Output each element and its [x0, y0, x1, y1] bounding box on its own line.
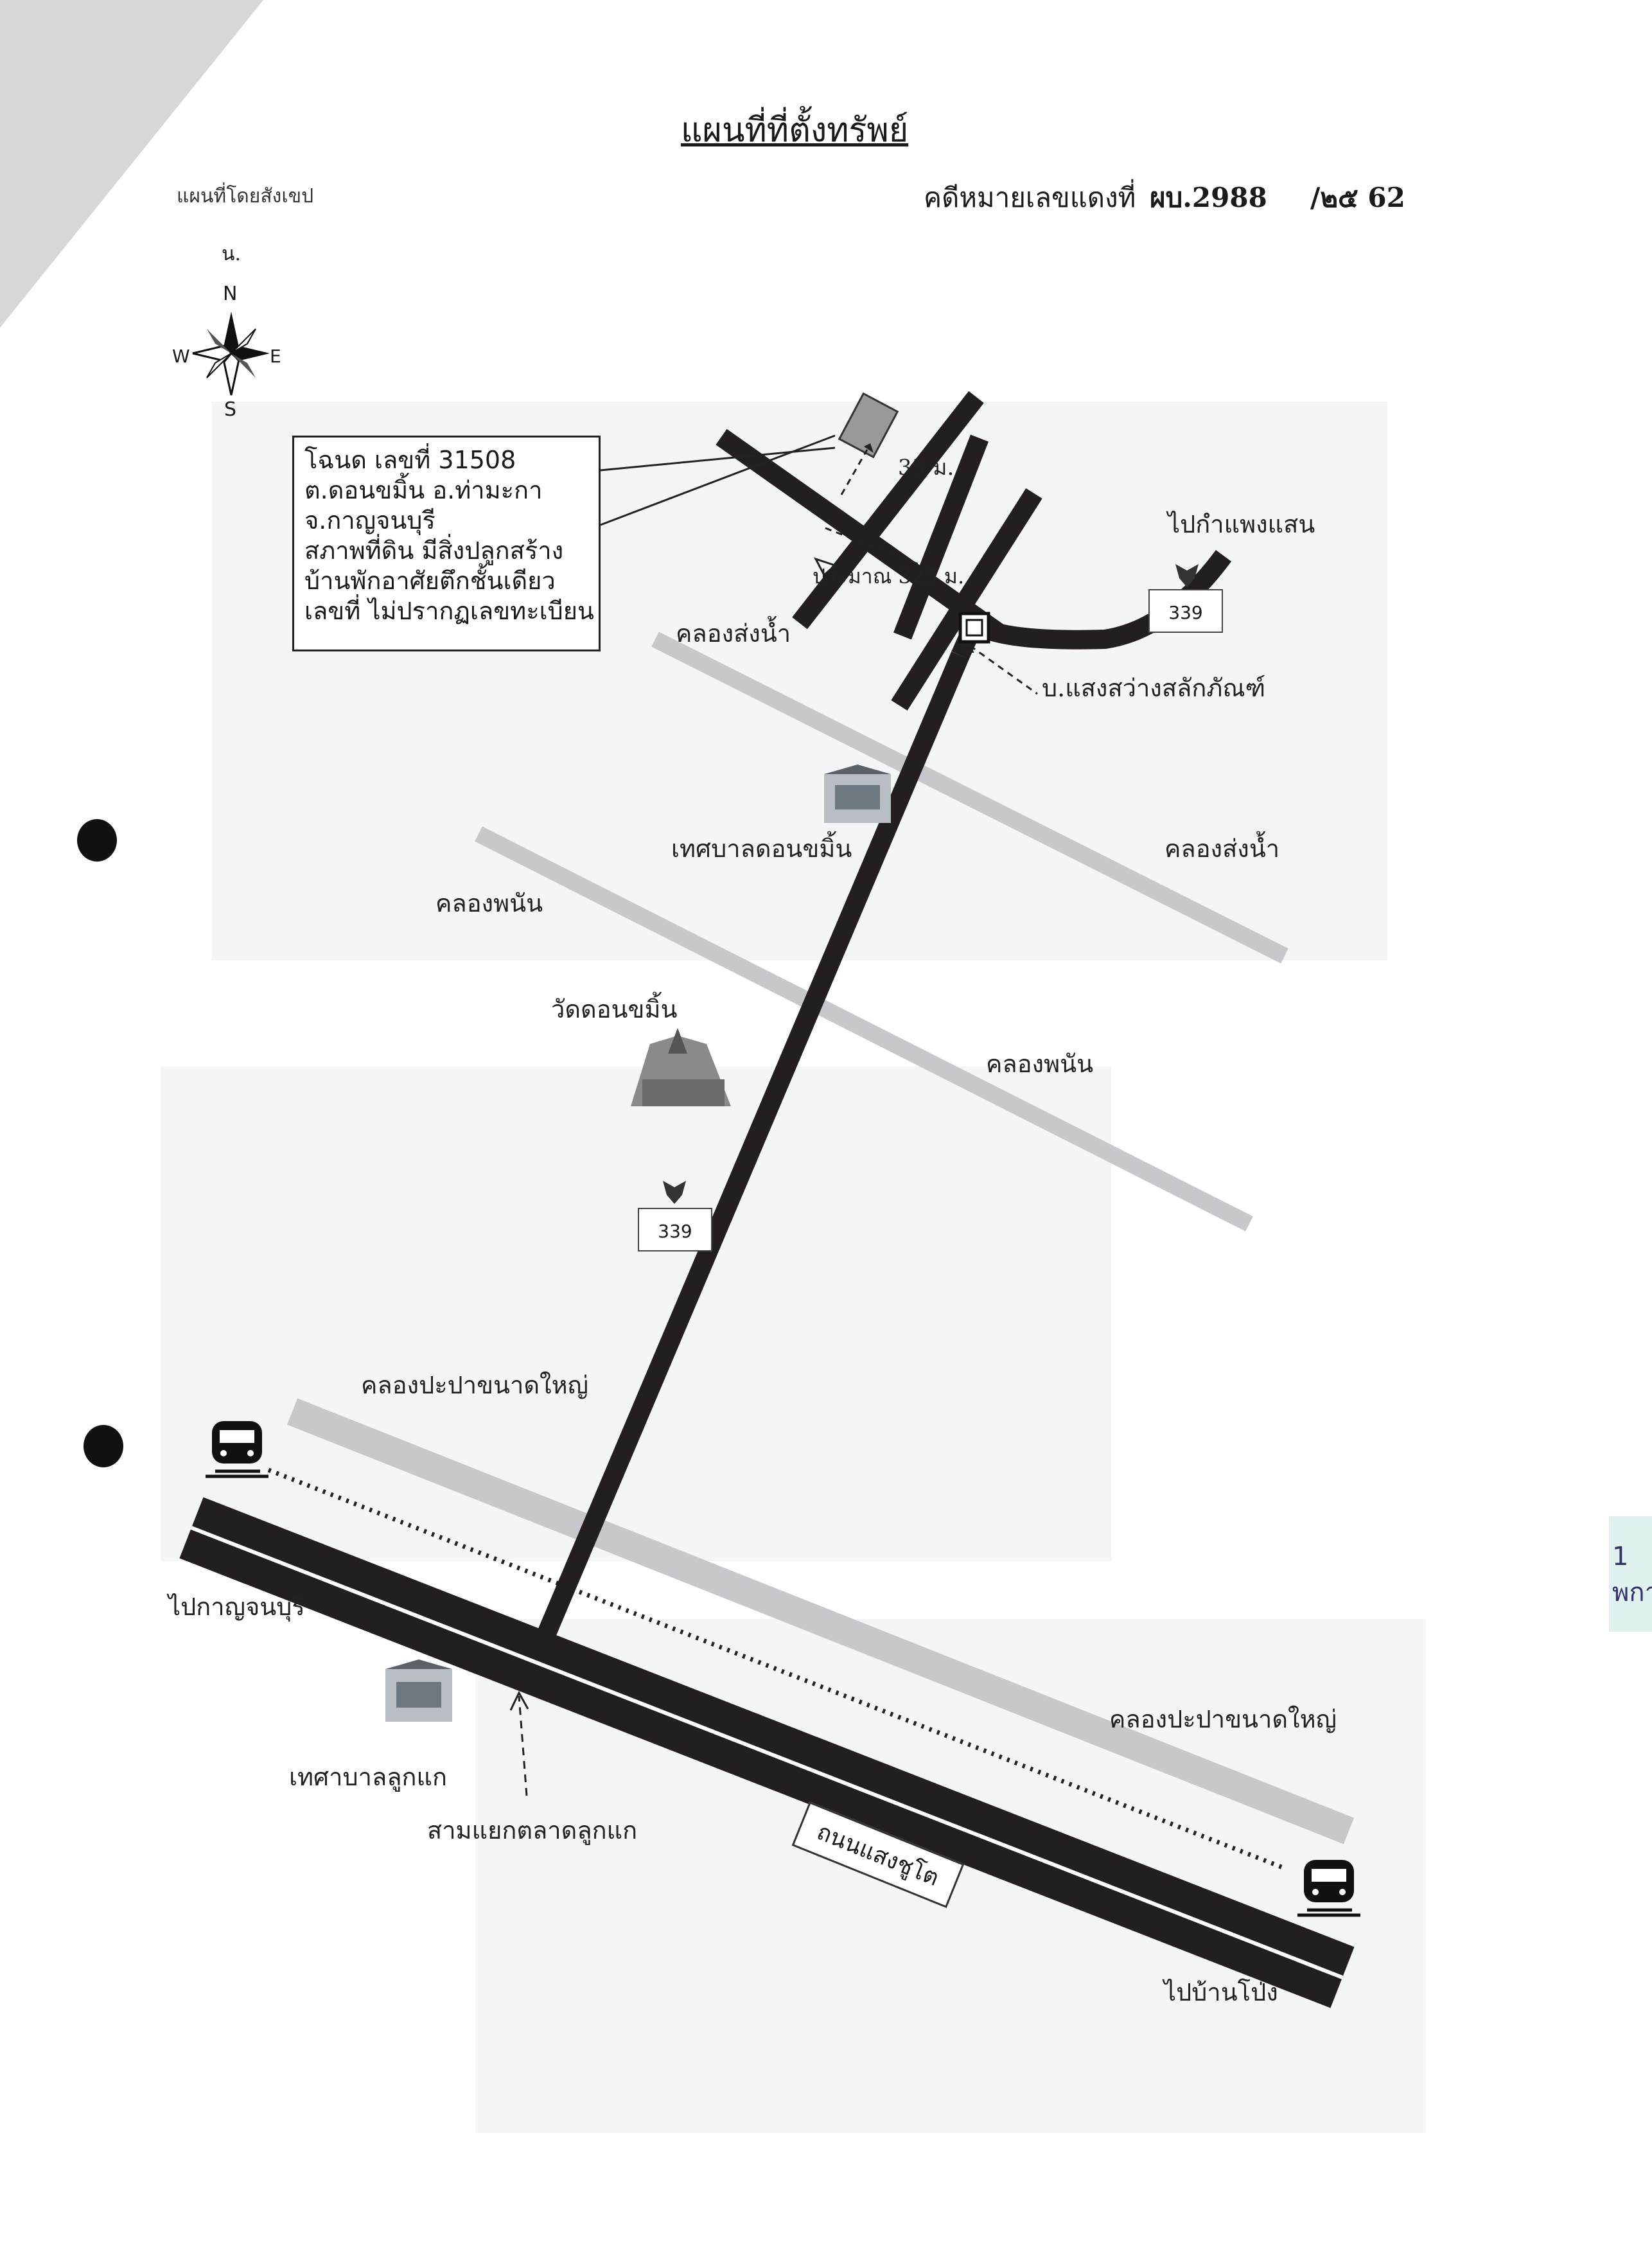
measure-arrow: [864, 443, 874, 453]
route-number: 339: [1168, 602, 1203, 623]
punch-hole-bottom: [83, 1425, 123, 1467]
edge-tab: [1609, 1516, 1652, 1632]
school-marker-inner: [965, 619, 983, 637]
route-339-emblem-top: [1175, 564, 1199, 587]
canal-papa: [286, 1398, 1355, 1844]
highway-center-line: [190, 1526, 1344, 1979]
road-upper-a: [792, 391, 984, 630]
to-ban-pong-label: ไปบ้านโป่ง: [1164, 1978, 1278, 2006]
train-icon-west: [206, 1421, 268, 1478]
edge-tab-text: 1 พกา: [1612, 1542, 1652, 1607]
municipality-lukkae-label: เทศาบาลลูกแก: [289, 1763, 448, 1791]
compass-north-letter: N: [223, 283, 238, 305]
background-block: [161, 1066, 1111, 1561]
school-pointer: [969, 644, 1038, 695]
temple-label: วัดดอนขมิ้น: [551, 995, 678, 1023]
callout-line: [600, 434, 836, 526]
page-title: แผนที่ที่ตั้งทรัพย์: [681, 111, 909, 150]
canal-songnam: [651, 632, 1288, 964]
canal-songnam-label: คลองส่งน้ำ: [1164, 835, 1280, 863]
route-number: 339: [658, 1221, 692, 1242]
municipality-donkhamin-label: เทศบาลดอนขมิ้น: [671, 835, 852, 863]
route-339-emblem-mid: [663, 1181, 686, 1204]
school-pointer-head: [959, 637, 974, 653]
to-kanchanaburi-label: ไปกาญจนบุรี: [168, 1593, 305, 1621]
compass-label: น.: [222, 243, 242, 265]
callout-line: [600, 447, 836, 472]
deed-info-line: โฉนด เลขที่ 31508: [304, 446, 516, 474]
measure-35m: [840, 449, 868, 495]
route-339-sign-mid: 339: [638, 1208, 712, 1251]
canal-phanan: [475, 826, 1253, 1232]
case-number-suffix: /๒๕ 62: [1310, 182, 1405, 213]
torn-corner: [0, 0, 263, 328]
deed-info-box: โฉนด เลขที่ 31508 ต.ดอนขมิ้น อ.ท่ามะกา จ…: [292, 436, 601, 651]
case-number-label: คดีหมายเลขแดงที่: [924, 182, 1136, 213]
property-plot: [838, 392, 899, 459]
compass-south-letter: S: [224, 398, 237, 421]
deed-info-line: จ.กาญจนบุรี: [304, 506, 435, 535]
canal-phanan-label: คลองพนัน: [986, 1050, 1094, 1078]
deed-info-line: บ้านพักอาศัยตึกชั้นเดียว: [304, 567, 556, 595]
deed-info-line: ต.ดอนขมิ้น อ.ท่ามะกา: [304, 476, 543, 504]
temple-icon: [631, 1028, 731, 1106]
deed-info-line: เลขที่ ไม่ปรากฏเลขทะเบียน: [304, 597, 594, 625]
road-upper-b: [893, 434, 989, 640]
route-339-sign-top: 339: [1148, 589, 1223, 633]
compass-west-letter: W: [172, 346, 190, 367]
punch-hole-top: [77, 819, 117, 862]
case-number: ผบ.2988: [1150, 182, 1267, 213]
junction-lukkae-label: สามแยกตลาดลูกแก: [427, 1816, 638, 1844]
distance-35m-label: 35 ม.: [898, 455, 954, 481]
canal-songnam-label: คลองส่งน้ำ: [676, 619, 791, 648]
distance-325m-label: ประมาณ 325 ม.: [813, 564, 965, 588]
to-kamphaeng-saen-label: ไปกำแพงแสน: [1168, 510, 1315, 538]
road-upper-c: [891, 488, 1042, 711]
road-339: [537, 651, 969, 1639]
measure-325m: [825, 527, 919, 565]
canal-papa-label: คลองปะปาขนาดใหญ่: [361, 1371, 589, 1399]
sketch-map-label: แผนที่โดยสังเขป: [177, 185, 314, 208]
deed-info-line: สภาพที่ดิน มีสิ่งปลูกสร้าง: [304, 536, 564, 565]
junction-arrowhead: [509, 1690, 529, 1711]
junction-pointer: [518, 1695, 528, 1796]
canal-papa-label: คลองปะปาขนาดใหญ่: [1109, 1705, 1337, 1733]
compass-rose-icon: [192, 312, 270, 396]
measure-arrow: [813, 557, 837, 577]
compass-east-letter: E: [270, 346, 281, 367]
train-icon-east: [1297, 1860, 1360, 1917]
municipality-icon-donkhamin: [824, 765, 891, 823]
school-label: บ.แสงสว่างสลักภัณฑ์: [1042, 674, 1266, 702]
municipality-icon-lukkae: [385, 1659, 452, 1722]
school-marker: [958, 612, 990, 644]
canal-phanan-label: คลองพนัน: [435, 889, 543, 917]
